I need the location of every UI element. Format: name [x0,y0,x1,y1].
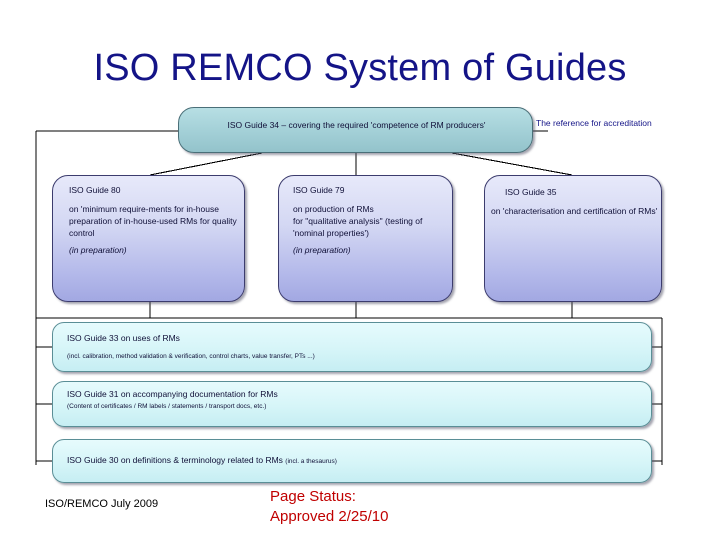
page-title: ISO REMCO System of Guides [93,47,627,89]
box-guide-31-title: ISO Guide 31 on accompanying documentati… [67,389,278,399]
box-guide-35-body: on 'characterisation and certification o… [491,206,658,216]
box-guide-79[interactable]: ISO Guide 79 on production of RMs for "q… [278,175,453,302]
box-guide-33-sub: (incl. calibration, method validation & … [67,353,315,360]
box-guide-30-sub: (incl. a thesaurus) [285,458,337,465]
box-guide-34-label: ISO Guide 34 – covering the required 'co… [227,120,486,130]
box-guide-35[interactable]: ISO Guide 35 on 'characterisation and ce… [484,175,662,302]
box-guide-34[interactable]: ISO Guide 34 – covering the required 'co… [178,107,533,153]
box-guide-80[interactable]: ISO Guide 80 on 'minimum require-ments f… [52,175,245,302]
box-guide-79-body: on production of RMs for "qualitative an… [293,204,423,238]
box-guide-80-status: (in preparation) [69,245,127,255]
box-guide-30-title-main: ISO Guide 30 on definitions & terminolog… [67,455,286,465]
page-status-label: Page Status: [270,488,356,505]
box-guide-30[interactable]: ISO Guide 30 on definitions & terminolog… [52,439,652,483]
box-guide-79-header: ISO Guide 79 [293,185,345,195]
page-status: Page Status: Approved 2/25/10 [270,487,388,527]
footer-source: ISO/REMCO July 2009 [45,498,159,510]
box-guide-31-sub: (Content of certificates / RM labels / s… [67,403,267,410]
box-guide-30-title: ISO Guide 30 on definitions & terminolog… [67,454,337,468]
page-status-value: Approved 2/25/10 [270,508,389,525]
box-guide-31[interactable]: ISO Guide 31 on accompanying documentati… [52,381,652,427]
box-guide-33[interactable]: ISO Guide 33 on uses of RMs (incl. calib… [52,322,652,372]
box-guide-79-status: (in preparation) [293,245,351,255]
box-guide-35-header: ISO Guide 35 [505,187,557,197]
box-guide-80-body: on 'minimum require-ments for in-house p… [69,204,237,238]
box-guide-33-title: ISO Guide 33 on uses of RMs [67,333,180,343]
accreditation-note: The reference for accreditation [536,118,652,128]
box-guide-80-header: ISO Guide 80 [69,185,121,195]
